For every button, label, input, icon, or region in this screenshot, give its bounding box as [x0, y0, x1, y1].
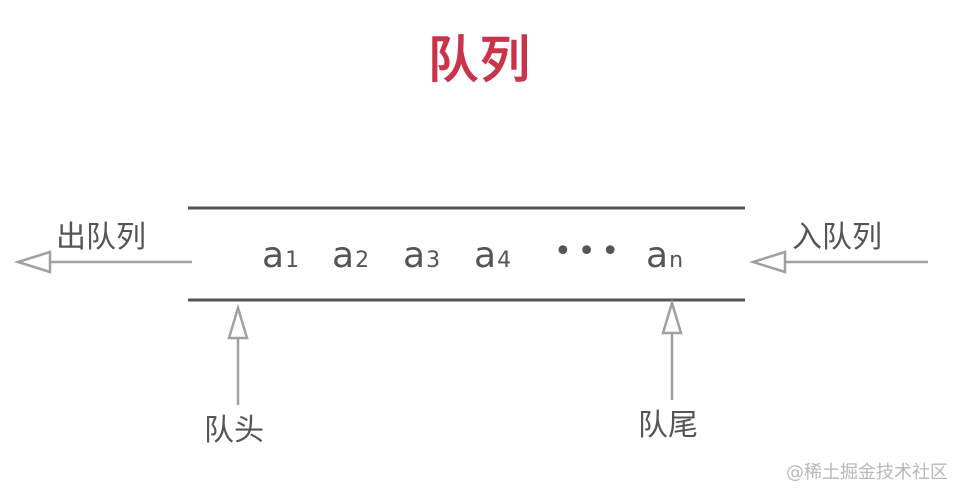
- queue-element-1: a1: [262, 235, 300, 276]
- queue-element-n: an: [646, 235, 684, 276]
- queue-element-4: a4: [474, 235, 512, 276]
- head-pointer-arrow-icon: [227, 303, 249, 405]
- queue-element-2: a2: [332, 235, 370, 276]
- enqueue-label: 入队列: [792, 220, 882, 255]
- diagram-title: 队列: [428, 31, 532, 89]
- tail-label: 队尾: [638, 408, 698, 443]
- ellipsis: •••: [554, 234, 626, 269]
- queue-element-3: a3: [403, 235, 441, 276]
- tail-pointer-arrow-icon: [661, 298, 683, 400]
- dequeue-arrow-icon: [13, 250, 192, 274]
- enqueue-arrow-icon: [748, 250, 928, 274]
- dequeue-label: 出队列: [56, 220, 146, 255]
- watermark: @稀土掘金技术社区: [786, 462, 948, 483]
- head-label: 队头: [204, 413, 264, 448]
